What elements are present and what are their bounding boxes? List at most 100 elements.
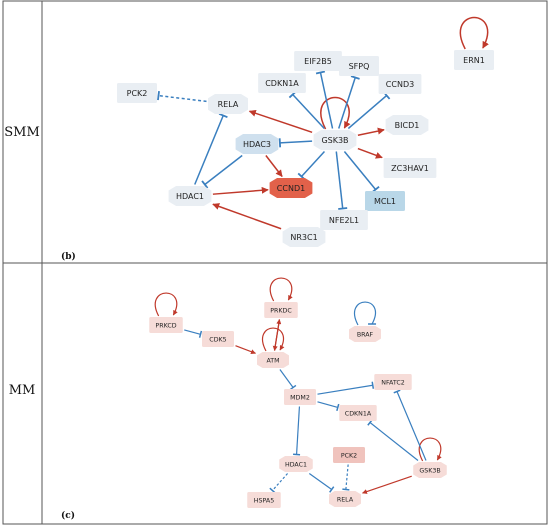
node-nfatc2[interactable]: NFATC2 [374, 374, 412, 390]
edge-line [345, 464, 349, 490]
edge-pck2-rela-inhibition [342, 464, 350, 491]
panel-label-c: (c) [61, 510, 75, 521]
node-bicd1[interactable]: BICD1 [385, 115, 429, 135]
edge-line [158, 94, 207, 103]
edge-line [292, 93, 325, 130]
edge-line [262, 327, 285, 352]
edge-hdac1-hspa5-inhibition [269, 473, 289, 494]
edge-atm-atm-activation [262, 327, 285, 352]
edge-line [319, 72, 334, 129]
node-nfe2l1[interactable]: NFE2L1 [320, 210, 368, 230]
node-hdac1[interactable]: HDAC1 [279, 456, 313, 472]
node-pck2[interactable]: PCK2 [117, 83, 157, 103]
edge-gsk3b-zc3hav1-activation [357, 147, 383, 159]
edge-line [335, 151, 344, 209]
node-hdac1[interactable]: HDAC1 [168, 186, 212, 206]
edge-line [279, 369, 294, 388]
node-shape-octagon [208, 94, 248, 114]
node-braf[interactable]: BRAF [349, 326, 381, 342]
edge-hdac1-rela-inhibition [308, 473, 335, 493]
node-label: HSPA5 [254, 497, 274, 504]
node-shape-rect [258, 73, 306, 93]
inhibition-bar [342, 488, 350, 491]
node-cdk5[interactable]: CDK5 [202, 331, 234, 347]
node-label: CDKN1A [265, 79, 299, 88]
row-label-smm: SMM [4, 125, 40, 140]
node-hspa5[interactable]: HSPA5 [247, 492, 281, 508]
edge-line [235, 345, 256, 355]
edge-hdac3-hdac1-inhibition [201, 154, 243, 189]
row-label-mm: MM [9, 383, 36, 398]
node-prkdc[interactable]: PRKDC [264, 302, 298, 318]
node-cdkn1a[interactable]: CDKN1A [258, 73, 306, 93]
inhibition-bar [371, 381, 375, 389]
edge-gsk3b-bicd1-activation [357, 127, 385, 136]
node-shape-rect [264, 302, 298, 318]
node-label: MCL1 [374, 197, 396, 206]
node-label: EIF2B5 [304, 57, 332, 66]
node-nr3c1[interactable]: NR3C1 [282, 227, 326, 247]
node-label: PCK2 [127, 89, 148, 98]
node-mcl1[interactable]: MCL1 [365, 191, 405, 211]
node-label: CCND1 [277, 184, 305, 193]
edge-line [354, 301, 376, 326]
node-prkcd[interactable]: PRKCD [149, 317, 183, 333]
node-label: MDM2 [290, 394, 310, 401]
edge-mdm2-hdac1-inhibition [293, 406, 301, 456]
edge-atm-mdm2-inhibition [279, 369, 297, 391]
edge-prkdc-prkdc-activation [269, 277, 293, 302]
inhibition-bar [198, 330, 203, 338]
node-shape-rect [117, 83, 157, 103]
node-ccnd1[interactable]: CCND1 [269, 178, 313, 198]
edge-line [369, 422, 419, 461]
edge-line [300, 150, 326, 178]
inhibition-bar [315, 70, 326, 75]
node-sfpq[interactable]: SFPQ [339, 56, 379, 76]
node-pck2[interactable]: PCK2 [333, 447, 365, 463]
node-shape-octagon [269, 178, 313, 198]
edge-gsk3b-gsk3b-activation [320, 96, 351, 130]
node-shape-rect [333, 447, 365, 463]
edge-line [347, 94, 388, 130]
node-mdm2[interactable]: MDM2 [284, 389, 316, 405]
node-shape-rect [454, 50, 494, 70]
edge-line [308, 473, 333, 490]
node-shape-octagon [168, 186, 212, 206]
edge-hdac1-ccnd1-activation [212, 186, 269, 195]
node-zc3hav1[interactable]: ZC3HAV1 [383, 158, 437, 178]
node-label: HDAC3 [243, 140, 271, 149]
edge-line [317, 401, 338, 409]
node-label: BICD1 [395, 121, 420, 130]
inhibition-bar [336, 403, 340, 411]
edge-line [269, 277, 293, 302]
edge-line [154, 292, 178, 317]
node-gsk3b[interactable]: GSK3B [413, 462, 447, 478]
node-ern1[interactable]: ERN1 [454, 50, 494, 70]
node-label: PCK2 [341, 452, 357, 459]
node-shape-rect [365, 191, 405, 211]
edge-line [357, 127, 385, 136]
edge-atm-prkdc-activation [273, 319, 282, 351]
node-rela[interactable]: RELA [329, 491, 361, 507]
edge-line [184, 329, 201, 335]
node-shape-rect [374, 374, 412, 390]
node-eif2b5[interactable]: EIF2B5 [294, 51, 342, 71]
node-gsk3b[interactable]: GSK3B [313, 130, 357, 150]
node-ccnd3[interactable]: CCND3 [378, 74, 422, 94]
edge-line [194, 115, 224, 185]
node-label: CDKN1A [345, 410, 372, 417]
edge-line [279, 140, 313, 144]
node-cdkn1a[interactable]: CDKN1A [339, 405, 377, 421]
node-atm[interactable]: ATM [257, 352, 289, 368]
node-shape-octagon [385, 115, 429, 135]
edge-layer [154, 277, 442, 494]
node-shape-rect [378, 74, 422, 94]
edge-gsk3b-ccnd1-inhibition [297, 150, 326, 181]
node-label: GSK3B [419, 467, 440, 474]
edge-hdac3-ccnd1-activation [265, 155, 283, 178]
inhibition-bar [157, 91, 160, 101]
node-rela[interactable]: RELA [208, 94, 248, 114]
node-hdac3[interactable]: HDAC3 [235, 134, 279, 154]
